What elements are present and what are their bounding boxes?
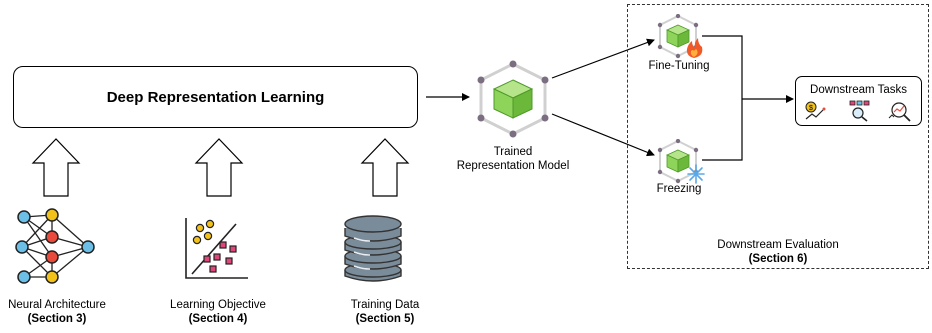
analytics-task-icon: $ <box>805 101 826 120</box>
up-arrow-data <box>360 138 410 197</box>
up-arrow-architecture <box>31 138 81 197</box>
downstream-evaluation-region <box>627 4 929 269</box>
evaluation-section: (Section 6) <box>748 253 808 265</box>
fire-icon <box>686 38 703 58</box>
deep-representation-learning-box: Deep Representation Learning <box>13 66 418 128</box>
input-label-architecture: Neural Architecture (Section 3) <box>0 298 114 326</box>
scatter-plot-icon <box>185 218 248 279</box>
input-section-architecture: (Section 3) <box>27 313 87 325</box>
trained-model-icon <box>477 60 549 138</box>
freezing-text: Freezing <box>656 183 702 195</box>
search-network-task-icon <box>849 100 870 122</box>
fine-tuning-text: Fine-Tuning <box>648 60 710 72</box>
fine-tuning-label: Fine-Tuning <box>640 59 718 73</box>
neural-network-icon <box>15 208 95 284</box>
fine-tuning-icon <box>657 14 703 59</box>
snowflake-icon <box>687 164 705 184</box>
model-label-line2: Representation Model <box>456 160 570 172</box>
up-arrow-objective <box>194 138 244 197</box>
downstream-evaluation-label: Downstream Evaluation (Section 6) <box>690 238 866 266</box>
connector-freeze <box>702 99 743 161</box>
trend-analysis-task-icon <box>888 102 911 122</box>
input-section-data: (Section 5) <box>355 313 415 325</box>
input-section-objective: (Section 4) <box>188 313 248 325</box>
arrow-model-to-finetune <box>551 38 655 79</box>
trained-model-label: Trained Representation Model <box>448 145 578 173</box>
freezing-label: Freezing <box>640 182 718 196</box>
freezing-icon <box>657 139 705 184</box>
svg-text:$: $ <box>809 105 813 112</box>
input-label-data: Training Data (Section 5) <box>330 298 440 326</box>
input-name-data: Training Data <box>350 299 420 311</box>
input-label-objective: Learning Objective (Section 4) <box>158 298 278 326</box>
downstream-tasks-label: Downstream Tasks <box>810 84 907 96</box>
downstream-tasks-box: Downstream Tasks $ <box>795 76 922 126</box>
input-name-objective: Learning Objective <box>170 299 266 311</box>
evaluation-text: Downstream Evaluation <box>717 239 839 251</box>
model-label-line1: Trained <box>493 146 533 158</box>
main-block-label: Deep Representation Learning <box>106 88 325 106</box>
arrow-model-to-freeze <box>551 113 655 157</box>
database-icon <box>344 215 402 282</box>
connector-finetune <box>702 35 743 99</box>
input-name-architecture: Neural Architecture <box>8 299 106 311</box>
